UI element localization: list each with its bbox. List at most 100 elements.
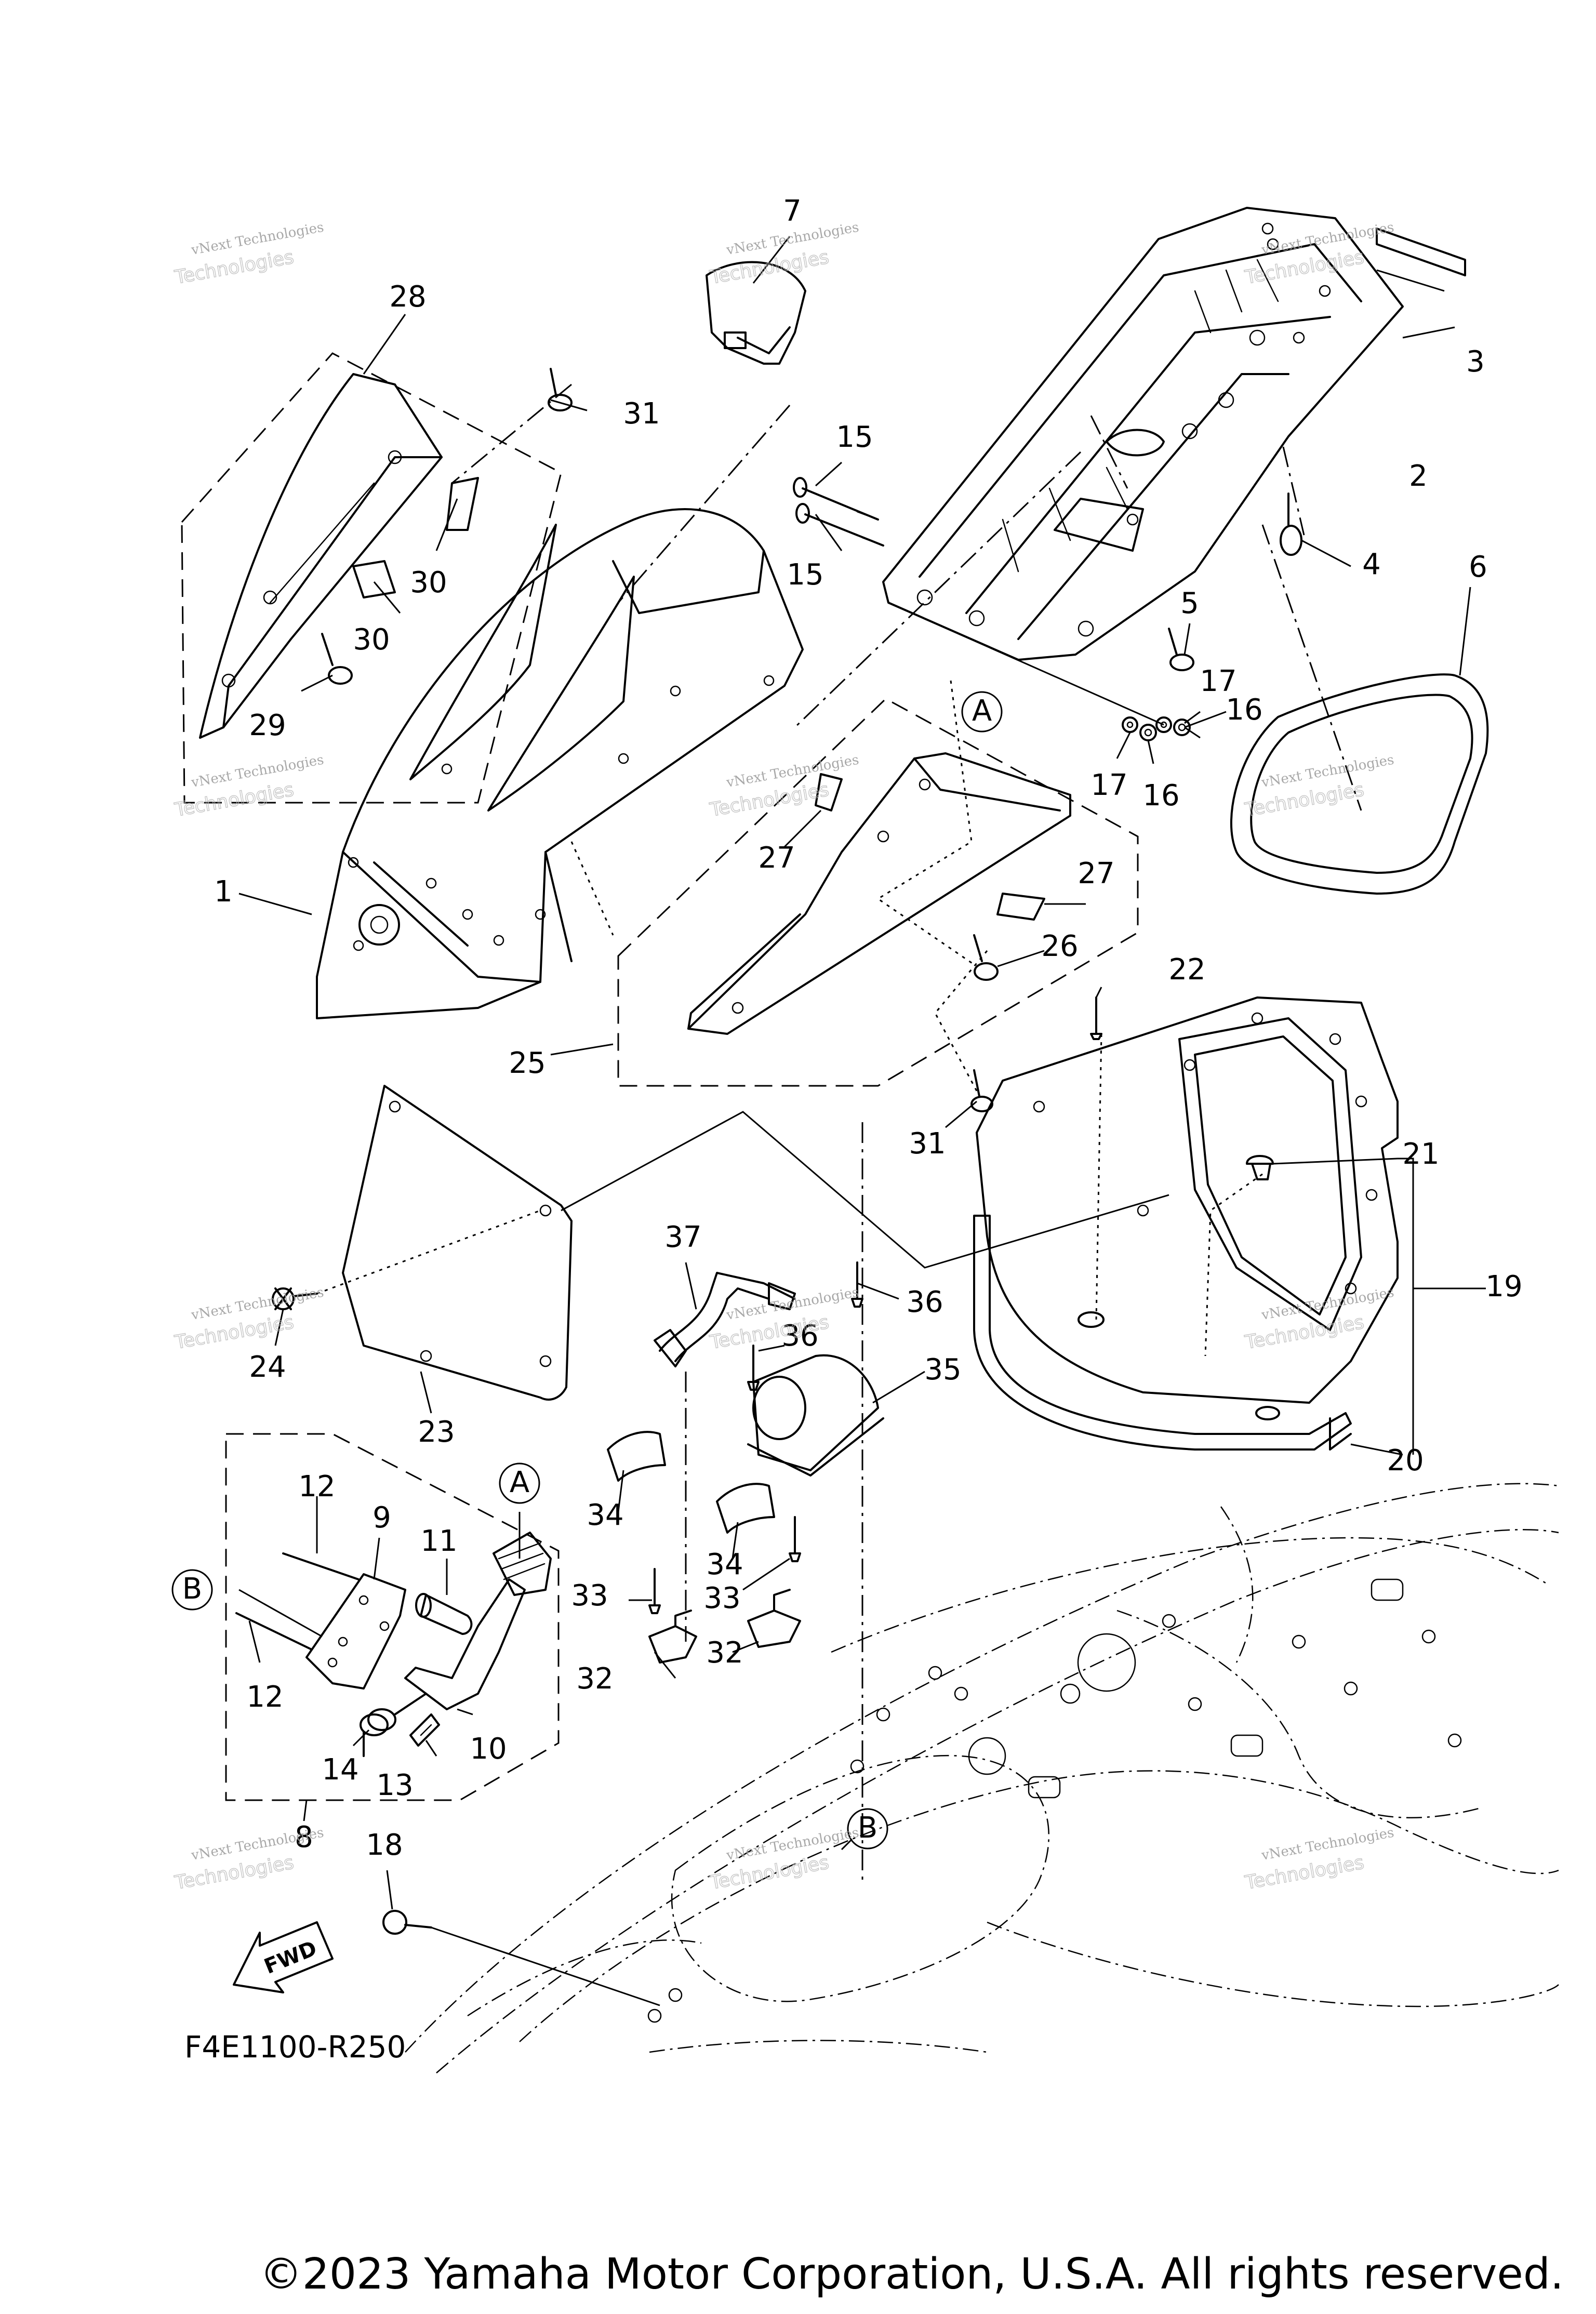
part-3-strip xyxy=(1376,228,1466,276)
part-30-pads xyxy=(352,477,479,599)
watermark-outline: Technologies xyxy=(1243,1852,1366,1894)
callout-label: 19 xyxy=(1485,1270,1522,1304)
part-13-spring xyxy=(409,1713,440,1747)
watermark-outline: Technologies xyxy=(708,247,831,289)
callout-label: 8 xyxy=(295,1820,313,1854)
fwd-label: FWD xyxy=(261,1936,320,1979)
part-20-seal xyxy=(973,1215,1352,1451)
callout-label: 26 xyxy=(1041,929,1078,963)
callout-label: 5 xyxy=(1180,587,1199,620)
part-25-lid xyxy=(687,752,1071,1035)
callout-label: 10 xyxy=(470,1732,507,1766)
part-26-bolt xyxy=(973,934,999,981)
callout-label: 31 xyxy=(909,1127,946,1161)
part-35-cover xyxy=(747,1354,884,1477)
reference-lines xyxy=(238,236,1486,2006)
ref-circle-label: B xyxy=(182,1572,202,1606)
ref-circle-label: A xyxy=(510,1466,529,1499)
part-1-hood xyxy=(316,508,804,1019)
watermark-outline: Technologies xyxy=(1243,1312,1366,1354)
reference-circle-b-left: B xyxy=(171,1569,213,1611)
callout-label: 16 xyxy=(1142,779,1179,813)
callout-label: 37 xyxy=(664,1220,701,1254)
callout-label: 12 xyxy=(246,1680,283,1714)
copyright-footer: ©2023 Yamaha Motor Corporation, U.S.A. A… xyxy=(259,2250,1564,2299)
callout-label: 32 xyxy=(576,1662,613,1696)
part-34-pads xyxy=(607,1431,775,1534)
callout-label: 16 xyxy=(1226,693,1262,727)
part-4-bolt xyxy=(1280,493,1302,556)
callout-label: 6 xyxy=(1469,550,1487,584)
callout-label: 15 xyxy=(787,558,823,592)
callout-label: 34 xyxy=(706,1548,743,1581)
watermark-outline: Technologies xyxy=(708,779,831,821)
part-10-pedal xyxy=(404,1532,552,1710)
callout-label: 31 xyxy=(623,397,660,431)
callout-label: 30 xyxy=(410,566,447,600)
callout-label: 27 xyxy=(1078,857,1114,890)
watermark-outline: Technologies xyxy=(1243,779,1366,821)
callout-label: 22 xyxy=(1168,953,1205,987)
callout-label: 25 xyxy=(509,1046,546,1080)
callout-label: 36 xyxy=(906,1285,943,1319)
callout-label: 29 xyxy=(249,709,286,742)
callout-label: 12 xyxy=(298,1470,335,1504)
callout-label: 24 xyxy=(249,1350,286,1384)
part-6-gasket xyxy=(1230,673,1489,895)
diagram-reference-code: F4E1100-R250 xyxy=(184,2029,406,2065)
callout-label: 33 xyxy=(703,1581,740,1615)
part-2-deck-frame xyxy=(882,207,1404,661)
part-15-bolts xyxy=(793,477,884,547)
ref-circle-label: B xyxy=(858,1811,877,1845)
part-31-screw-lower xyxy=(970,1069,993,1112)
callout-label: 34 xyxy=(587,1498,623,1532)
callout-label: 36 xyxy=(781,1319,818,1353)
part-29-bolt xyxy=(321,633,353,685)
part-37-tube xyxy=(654,1272,796,1367)
watermark-outline: Technologies xyxy=(173,1852,296,1894)
group-8-outline xyxy=(225,1433,560,1801)
callout-label: 20 xyxy=(1387,1444,1424,1478)
hull-outline xyxy=(405,1483,1559,2073)
callout-label: 17 xyxy=(1200,664,1236,698)
part-16-17-nuts-washers xyxy=(1122,716,1191,741)
part-18-screw xyxy=(382,1910,432,1935)
group-25-outline xyxy=(617,698,1139,1087)
callout-label: 23 xyxy=(418,1415,455,1449)
reference-circle-b-lower: B xyxy=(847,1808,888,1850)
callout-label: 21 xyxy=(1402,1137,1439,1171)
callout-label: 7 xyxy=(783,194,802,228)
part-7-handle xyxy=(706,261,806,365)
part-22-rivet xyxy=(1090,996,1102,1040)
group-28-outline xyxy=(181,352,562,804)
part-14-torsion-spring xyxy=(360,1693,427,1757)
part-33-rivets xyxy=(648,1516,801,1614)
callout-label: 17 xyxy=(1090,768,1127,802)
callout-label: 27 xyxy=(758,841,795,875)
callout-label: 28 xyxy=(389,280,426,314)
callout-label: 1 xyxy=(214,875,233,909)
callout-label: 35 xyxy=(924,1353,961,1387)
part-19-storage-box xyxy=(976,996,1399,1420)
watermark-outline: Technologies xyxy=(173,1312,296,1354)
callout-label: 2 xyxy=(1409,459,1428,493)
part-5-bolt xyxy=(1168,628,1194,671)
part-12-pins xyxy=(235,1552,360,1651)
watermark-outline: Technologies xyxy=(173,247,296,289)
part-9-plate xyxy=(305,1573,406,1690)
part-28-hood-panel xyxy=(199,373,443,739)
part-21-plug xyxy=(1246,1155,1274,1180)
callout-label: 11 xyxy=(420,1524,457,1558)
callout-label: 32 xyxy=(706,1636,743,1670)
reference-circle-a-lower: A xyxy=(499,1462,540,1504)
ref-circle-label: A xyxy=(972,694,992,728)
callout-label: 14 xyxy=(322,1753,358,1787)
callout-label: 33 xyxy=(571,1579,608,1613)
watermark-outline: Technologies xyxy=(708,1852,831,1894)
callout-label: 3 xyxy=(1466,345,1485,379)
callout-label: 30 xyxy=(353,623,390,657)
callout-label: 9 xyxy=(373,1501,391,1535)
fwd-arrow-icon: FWD xyxy=(233,1921,334,1993)
callout-label: 18 xyxy=(366,1828,403,1862)
